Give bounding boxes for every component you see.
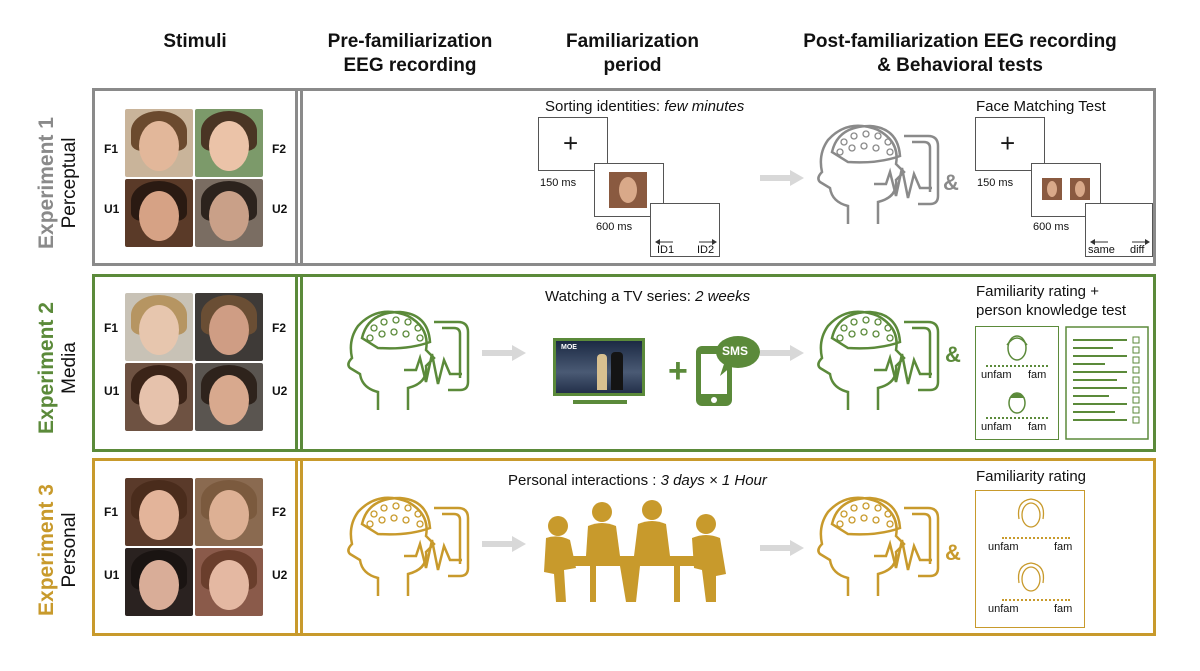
header-stimuli: Stimuli <box>163 31 227 52</box>
fam-label: fam <box>1028 421 1047 433</box>
duration-600: 600 ms <box>596 221 633 233</box>
experiment-1-label: Experiment 1 Perceptual <box>35 117 80 249</box>
unfam-label: unfam <box>981 421 1012 433</box>
face-screen <box>594 163 664 217</box>
sms-label: SMS <box>722 344 749 358</box>
tv-title-text: MOE <box>561 344 577 351</box>
face-image <box>125 363 193 431</box>
tv-stand <box>573 400 627 404</box>
familiarity-knowledge-title-1: Familiarity rating + <box>976 283 1099 300</box>
fam-label: fam <box>1054 603 1073 615</box>
familiarity-rating-title: Familiarity rating <box>976 468 1087 485</box>
ampersand-3: & <box>945 540 961 565</box>
eeg-head-icon <box>817 496 940 596</box>
face-matching-test-title: Face Matching Test <box>976 98 1106 115</box>
id2-label: ID2 <box>697 244 715 256</box>
experiment-3-label: Experiment 3 Personal <box>35 484 80 616</box>
eeg-head-icon <box>347 310 470 410</box>
response-screen: ID1 ID2 <box>650 203 720 257</box>
arrow-icon <box>760 170 804 186</box>
face-label-f1: F1 <box>104 321 119 335</box>
id1-label: ID1 <box>657 244 675 256</box>
familiarity-knowledge-title-2: person knowledge test <box>976 302 1127 319</box>
experiment-3-row <box>92 458 1156 636</box>
arrow-icon <box>760 345 804 361</box>
fam-label: fam <box>1054 541 1073 553</box>
face-pair-screen <box>1031 163 1101 217</box>
face-image <box>195 548 263 616</box>
experiment-2-row <box>92 274 1156 452</box>
arrow-icon <box>482 345 526 361</box>
face-label-f2: F2 <box>272 505 287 519</box>
same-label: same <box>1088 244 1115 256</box>
face-image <box>125 179 193 247</box>
unfam-label: unfam <box>988 603 1019 615</box>
face-image <box>195 109 263 177</box>
tv-icon: MOE <box>553 338 645 396</box>
plus-sign: + <box>668 352 688 390</box>
phone-sms-icon <box>696 336 760 406</box>
duration-150: 150 ms <box>977 177 1014 189</box>
experiment-1-task: Sorting identities: few minutes <box>545 98 745 115</box>
experiment-1-row <box>92 88 1156 266</box>
face-label-f2: F2 <box>272 321 287 335</box>
duration-150: 150 ms <box>540 177 577 189</box>
face-image <box>195 478 263 546</box>
face-label-u1: U1 <box>104 568 120 582</box>
face-image <box>125 293 193 361</box>
face-image <box>125 548 193 616</box>
arrow-icon <box>760 540 804 556</box>
face-label-u2: U2 <box>272 384 288 398</box>
ampersand-1: & <box>943 170 959 195</box>
familiarity-rating-card: unfam fam unfam fam <box>975 326 1059 440</box>
fixation-screen: + <box>975 117 1045 171</box>
duration-600: 600 ms <box>1033 221 1070 233</box>
face-label-u2: U2 <box>272 202 288 216</box>
face-image <box>195 179 263 247</box>
response-arrows-icon <box>655 239 717 245</box>
fixation-screen: + <box>538 117 608 171</box>
face-image <box>195 293 263 361</box>
face-image <box>125 109 193 177</box>
face-label-f1: F1 <box>104 142 119 156</box>
face-label-f1: F1 <box>104 505 119 519</box>
face-image <box>195 363 263 431</box>
face-sketch-icon <box>1006 335 1028 361</box>
face-label-f2: F2 <box>272 142 287 156</box>
unfam-label: unfam <box>988 541 1019 553</box>
experiment-3-task: Personal interactions : 3 days × 1 Hour <box>508 472 767 489</box>
eeg-head-icon <box>817 310 940 410</box>
ampersand-2: & <box>945 342 961 367</box>
unfam-label: unfam <box>981 369 1012 381</box>
response-screen: same diff <box>1085 203 1153 257</box>
knowledge-test-checklist <box>1065 326 1149 440</box>
face-label-u2: U2 <box>272 568 288 582</box>
face-sketch-icon <box>1017 498 1045 528</box>
arrow-icon <box>482 536 526 552</box>
diff-label: diff <box>1130 244 1145 256</box>
response-arrows-icon <box>1090 239 1150 245</box>
eeg-head-icon <box>817 124 940 224</box>
familiarity-rating-card: unfam fam unfam fam <box>975 490 1085 628</box>
personal-meeting-icon <box>544 500 726 602</box>
face-sketch-icon <box>1017 562 1045 592</box>
experiment-2-label: Experiment 2 Media <box>35 302 80 434</box>
eeg-head-icon <box>347 496 470 596</box>
face-label-u1: U1 <box>104 384 120 398</box>
face-image <box>125 478 193 546</box>
experiment-2-task: Watching a TV series: 2 weeks <box>545 288 751 305</box>
fam-label: fam <box>1028 369 1047 381</box>
header-post-familiarization: Post-familiarization EEG recording& Beha… <box>803 31 1117 76</box>
face-label-u1: U1 <box>104 202 120 216</box>
face-sketch-icon <box>1008 392 1026 414</box>
